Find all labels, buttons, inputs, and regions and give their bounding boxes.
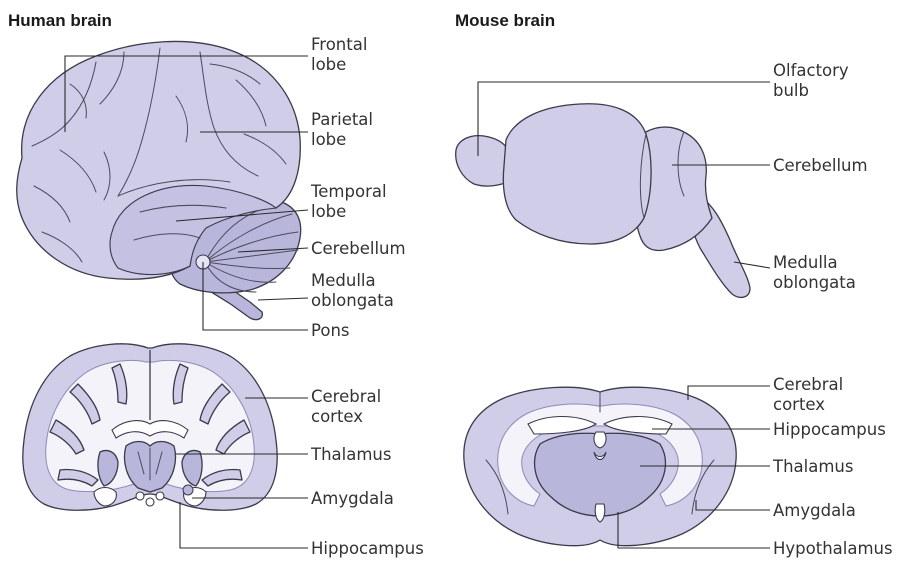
thalamus-label-mouse: Thalamus [772,457,853,476]
mouse-lateral-brain [456,104,750,298]
pons-label: Pons [311,321,350,340]
cerebellum-label-human: Cerebellum [311,239,406,258]
human-mammillary-left [136,492,144,500]
mouse-lateral-labels: Olfactory bulb Cerebellum Medulla oblong… [773,61,868,292]
human-coronal-labels: Cerebral cortex Thalamus Amygdala Hippoc… [310,387,424,558]
medulla-oblongata-label-human: Medulla oblongata [311,271,394,310]
cerebral-cortex-leader-mouse [688,386,770,400]
medulla-oblongata-label-mouse: Medulla oblongata [773,253,856,292]
amygdala-label-human: Amygdala [311,489,394,508]
human-amygdala [183,485,193,495]
amygdala-label-mouse: Amygdala [773,501,856,520]
olfactory-bulb-label: Olfactory bulb [773,61,854,100]
hippocampus-label-human: Hippocampus [311,539,424,558]
cerebellum-label-mouse: Cerebellum [773,156,868,175]
frontal-lobe-label: Frontal lobe [311,35,373,74]
human-mammillary-right [156,492,164,500]
mouse-brain-title: Mouse brain [455,11,555,30]
human-lateral-brain [17,41,301,319]
cerebral-cortex-label-human: Cerebral cortex [311,387,386,426]
human-lateral-labels: Frontal lobe Parietal lobe Temporal lobe… [310,35,406,340]
parietal-lobe-label: Parietal lobe [311,110,378,149]
temporal-lobe-label: Temporal lobe [310,182,392,221]
human-brain-title: Human brain [8,11,112,30]
mouse-coronal-labels: Cerebral cortex Hippocampus Thalamus Amy… [772,375,893,558]
human-coronal-section [23,344,277,510]
thalamus-label-human: Thalamus [310,445,391,464]
mouse-hypothalamus-ventricle [595,504,605,522]
hypothalamus-label: Hypothalamus [773,539,893,558]
cerebral-cortex-label-mouse: Cerebral cortex [773,375,848,414]
mouse-cerebrum [503,104,651,244]
human-midline-nucleus [146,498,154,506]
hippocampus-label-mouse: Hippocampus [773,420,886,439]
medulla-leader-human [258,298,308,300]
